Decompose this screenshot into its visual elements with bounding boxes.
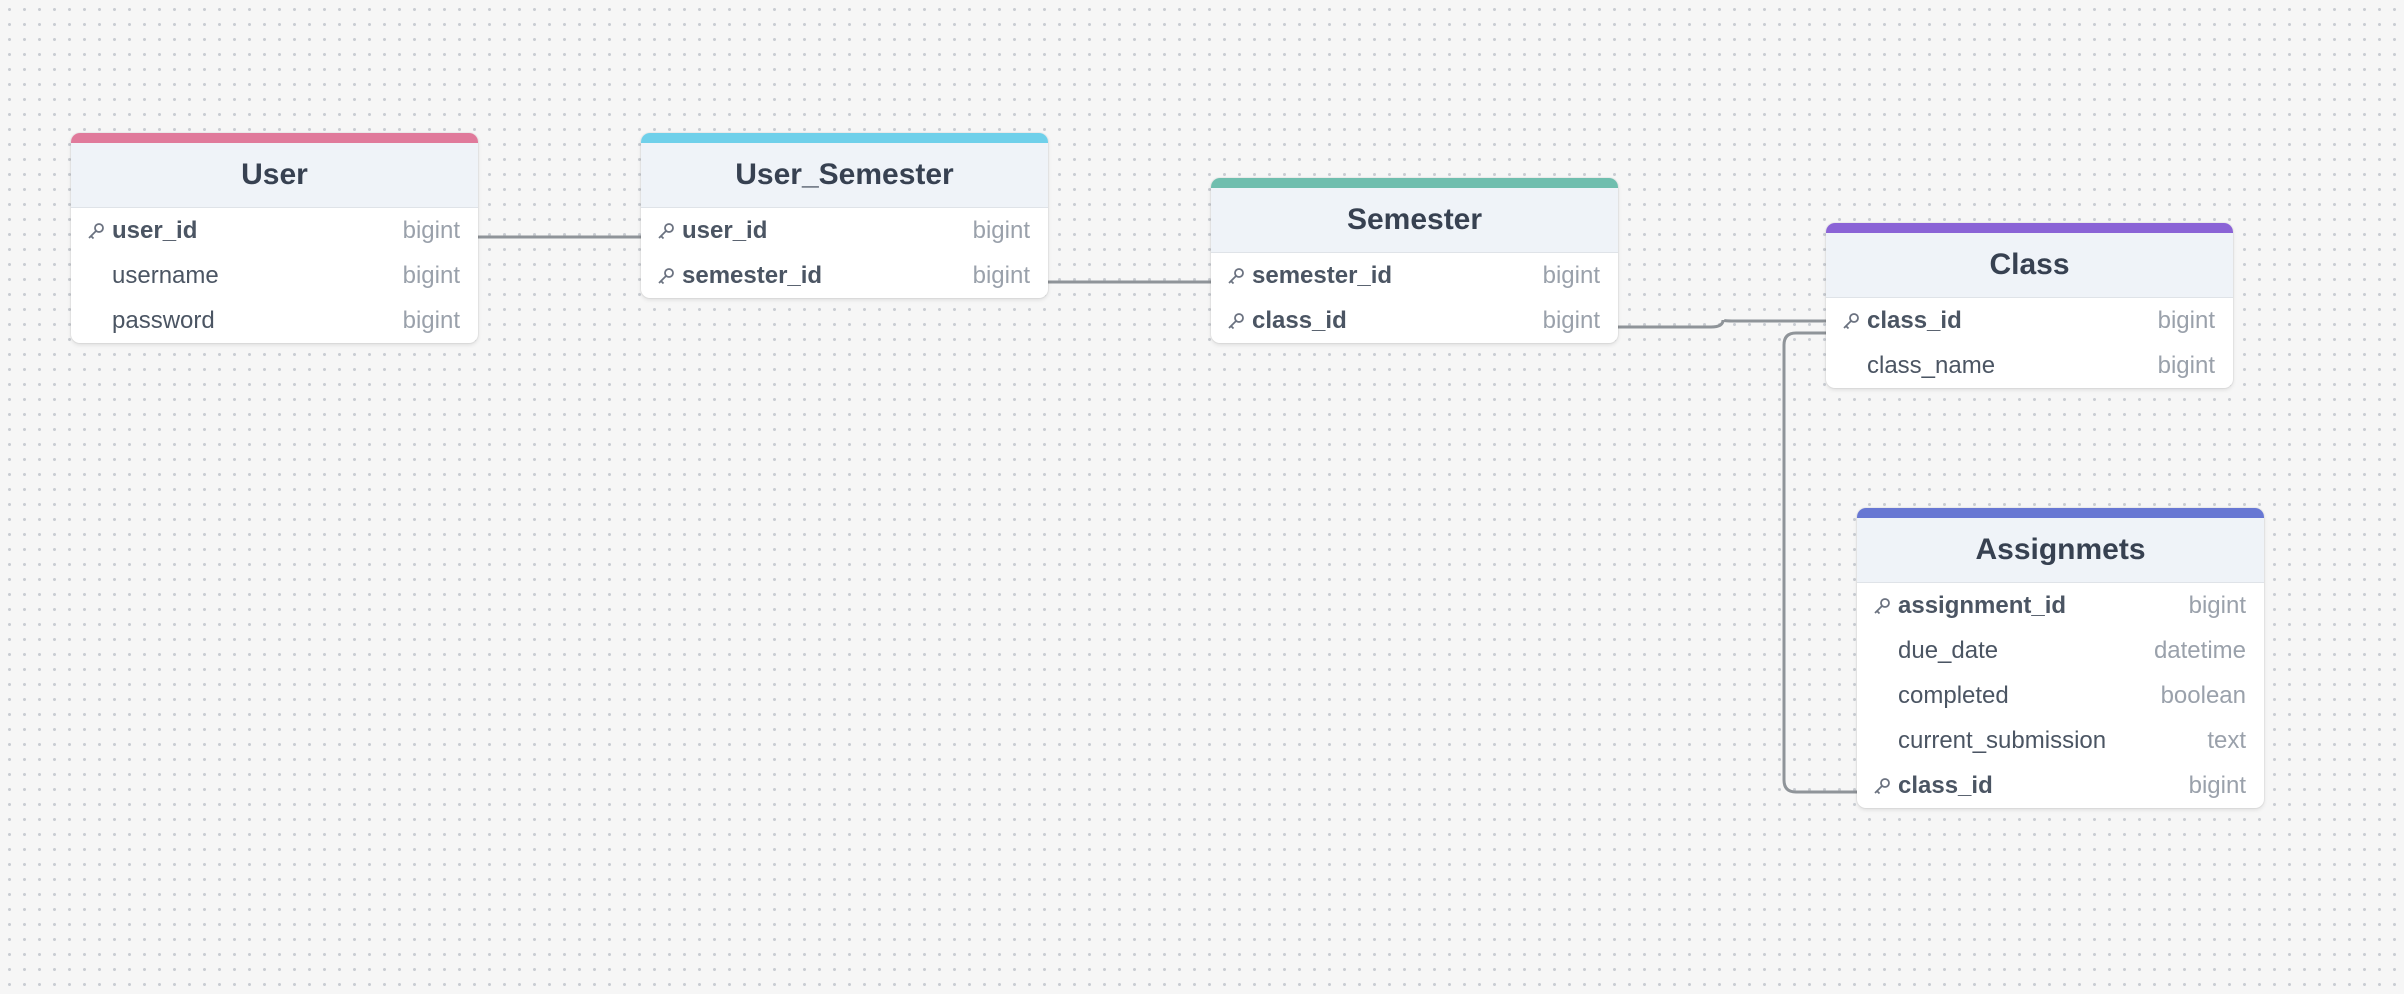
column-row-completed[interactable]: completed boolean bbox=[1857, 673, 2264, 718]
column-name: class_name bbox=[1867, 351, 1996, 379]
key-icon bbox=[88, 223, 104, 240]
table-class[interactable]: Class class_id bigint class_name bigint bbox=[1826, 223, 2233, 388]
column-name: completed bbox=[1898, 681, 2009, 709]
column-row-semester-id[interactable]: semester_id bigint bbox=[641, 253, 1048, 298]
key-icon bbox=[1874, 598, 1890, 615]
table-title: Semester bbox=[1211, 188, 1618, 253]
table-accent-bar bbox=[1211, 178, 1618, 188]
column-type: boolean bbox=[2160, 681, 2246, 709]
column-name: semester_id bbox=[682, 261, 823, 289]
column-name: current_submission bbox=[1898, 726, 2107, 754]
relationship-semester-to-class[interactable] bbox=[1618, 318, 1826, 329]
key-icon bbox=[1228, 313, 1244, 330]
column-type: bigint bbox=[402, 261, 460, 289]
column-name: semester_id bbox=[1252, 261, 1393, 289]
key-icon bbox=[658, 223, 674, 240]
column-name: assignment_id bbox=[1898, 591, 2067, 619]
column-row-username[interactable]: username bigint bbox=[71, 253, 478, 298]
column-name: username bbox=[112, 261, 219, 289]
column-row-user-id[interactable]: user_id bigint bbox=[641, 208, 1048, 253]
table-accent-bar bbox=[641, 133, 1048, 143]
column-row-due-date[interactable]: due_date datetime bbox=[1857, 628, 2264, 673]
column-row-user-id[interactable]: user_id bigint bbox=[71, 208, 478, 253]
column-row-class-id[interactable]: class_id bigint bbox=[1211, 298, 1618, 343]
table-accent-bar bbox=[1826, 223, 2233, 233]
column-type: bigint bbox=[972, 216, 1030, 244]
column-name: due_date bbox=[1898, 636, 1999, 664]
column-name: class_id bbox=[1867, 306, 1962, 334]
column-name: class_id bbox=[1898, 771, 1993, 799]
key-icon bbox=[1843, 313, 1859, 330]
table-title: User_Semester bbox=[641, 143, 1048, 208]
table-user[interactable]: User user_id bigint username bigint pass… bbox=[71, 133, 478, 343]
column-row-semester-id[interactable]: semester_id bigint bbox=[1211, 253, 1618, 298]
table-accent-bar bbox=[1857, 508, 2264, 518]
column-row-class-id[interactable]: class_id bigint bbox=[1826, 298, 2233, 343]
column-row-class-id[interactable]: class_id bigint bbox=[1857, 763, 2264, 808]
column-type: datetime bbox=[2153, 636, 2246, 664]
key-icon bbox=[1228, 268, 1244, 285]
table-assignmets[interactable]: Assignmets assignment_id bigint due_date… bbox=[1857, 508, 2264, 808]
column-row-class-name[interactable]: class_name bigint bbox=[1826, 343, 2233, 388]
column-type: bigint bbox=[1542, 306, 1600, 334]
column-type: bigint bbox=[2157, 351, 2215, 379]
column-name: user_id bbox=[682, 216, 768, 244]
column-type: bigint bbox=[2188, 591, 2246, 619]
table-accent-bar bbox=[71, 133, 478, 143]
table-title: Class bbox=[1826, 233, 2233, 298]
column-name: user_id bbox=[112, 216, 198, 244]
column-row-assignment-id[interactable]: assignment_id bigint bbox=[1857, 583, 2264, 628]
column-row-current-submission[interactable]: current_submission text bbox=[1857, 718, 2264, 763]
table-title: User bbox=[71, 143, 478, 208]
column-type: text bbox=[2207, 726, 2246, 754]
relationship-class-to-assignmets[interactable] bbox=[1782, 331, 1857, 794]
column-type: bigint bbox=[402, 306, 460, 334]
column-name: class_id bbox=[1252, 306, 1347, 334]
table-semester[interactable]: Semester semester_id bigint class_id big… bbox=[1211, 178, 1618, 343]
table-title: Assignmets bbox=[1857, 518, 2264, 583]
table-user-semester[interactable]: User_Semester user_id bigint semester_id… bbox=[641, 133, 1048, 298]
column-name: password bbox=[112, 306, 215, 334]
column-type: bigint bbox=[2188, 771, 2246, 799]
column-type: bigint bbox=[2157, 306, 2215, 334]
key-icon bbox=[1874, 778, 1890, 795]
column-type: bigint bbox=[1542, 261, 1600, 289]
column-type: bigint bbox=[972, 261, 1030, 289]
column-type: bigint bbox=[402, 216, 460, 244]
column-row-password[interactable]: password bigint bbox=[71, 298, 478, 343]
key-icon bbox=[658, 268, 674, 285]
